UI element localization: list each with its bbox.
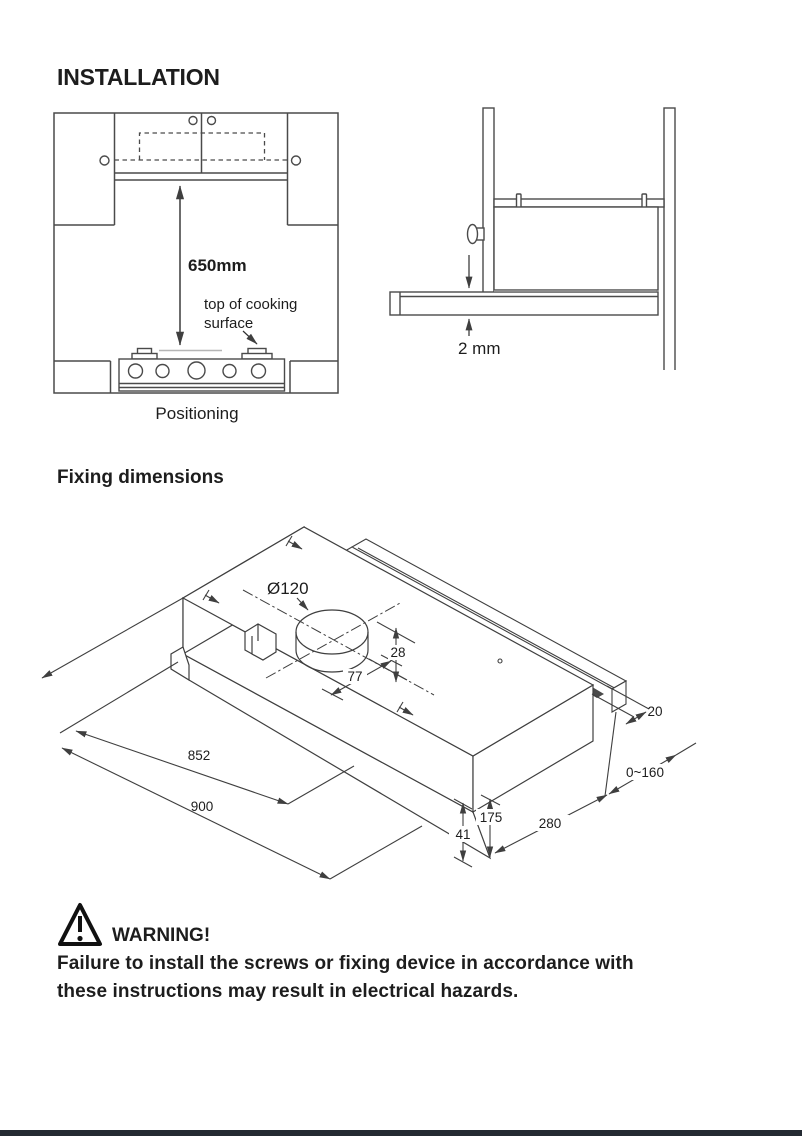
dim-41: 41: [455, 827, 470, 842]
dim-20: 20: [647, 704, 662, 719]
positioning-caption: Positioning: [155, 404, 239, 423]
cooktop: [118, 347, 286, 392]
dim-175: 175: [480, 810, 503, 825]
warning-title: WARNING!: [112, 925, 211, 946]
dim-label-backgrounds: [343, 645, 674, 842]
gap-dim-label: 2 mm: [458, 339, 501, 358]
dim-280: 280: [539, 816, 562, 831]
cabinet-panels: [482, 107, 676, 370]
dim-28: 28: [390, 645, 405, 660]
page-title: INSTALLATION: [57, 64, 220, 90]
warning-triangle-icon: [58, 903, 102, 946]
warning-line1: Failure to install the screws or fixing …: [57, 953, 634, 974]
warning-text: Failure to install the screws or fixing …: [57, 950, 767, 1005]
dim-range: 0~160: [626, 765, 664, 780]
fixing-dimensions-diagram: Ø120 28 77 852 900 20 0~160 280 175 41: [41, 525, 697, 880]
hood-recess-dashed-outline: [114, 132, 290, 161]
kitchen-outline: [53, 112, 339, 394]
dimension-labels: Ø120 28 77 852 900 20 0~160 280 175 41: [188, 579, 664, 842]
duct-dim-label: Ø120: [267, 579, 309, 598]
warning-line2: these instructions may result in electri…: [57, 980, 519, 1002]
footer-bar: [0, 1130, 802, 1136]
svg-text:top of cooking: top of cooking: [204, 296, 297, 313]
svg-text:surface: surface: [204, 315, 253, 332]
height-dim-label: 650mm: [188, 256, 247, 275]
gap-dimension: 2 mm: [458, 255, 501, 358]
mounting-holes: [99, 115, 302, 166]
side-view-diagram: 2 mm: [389, 107, 676, 370]
dim-900: 900: [191, 799, 214, 814]
height-dimension: 650mm: [175, 185, 247, 346]
cooking-surface-note: top of cooking surface: [204, 296, 297, 345]
positioning-diagram: 650mm top of cooking surface: [53, 112, 339, 394]
dim-852: 852: [188, 748, 211, 763]
dim-77: 77: [347, 669, 362, 684]
hood-body: [170, 525, 595, 860]
hood-body-section: [389, 206, 659, 316]
screw-position-marks: [202, 535, 503, 716]
fixing-dimensions-heading: Fixing dimensions: [57, 467, 224, 488]
